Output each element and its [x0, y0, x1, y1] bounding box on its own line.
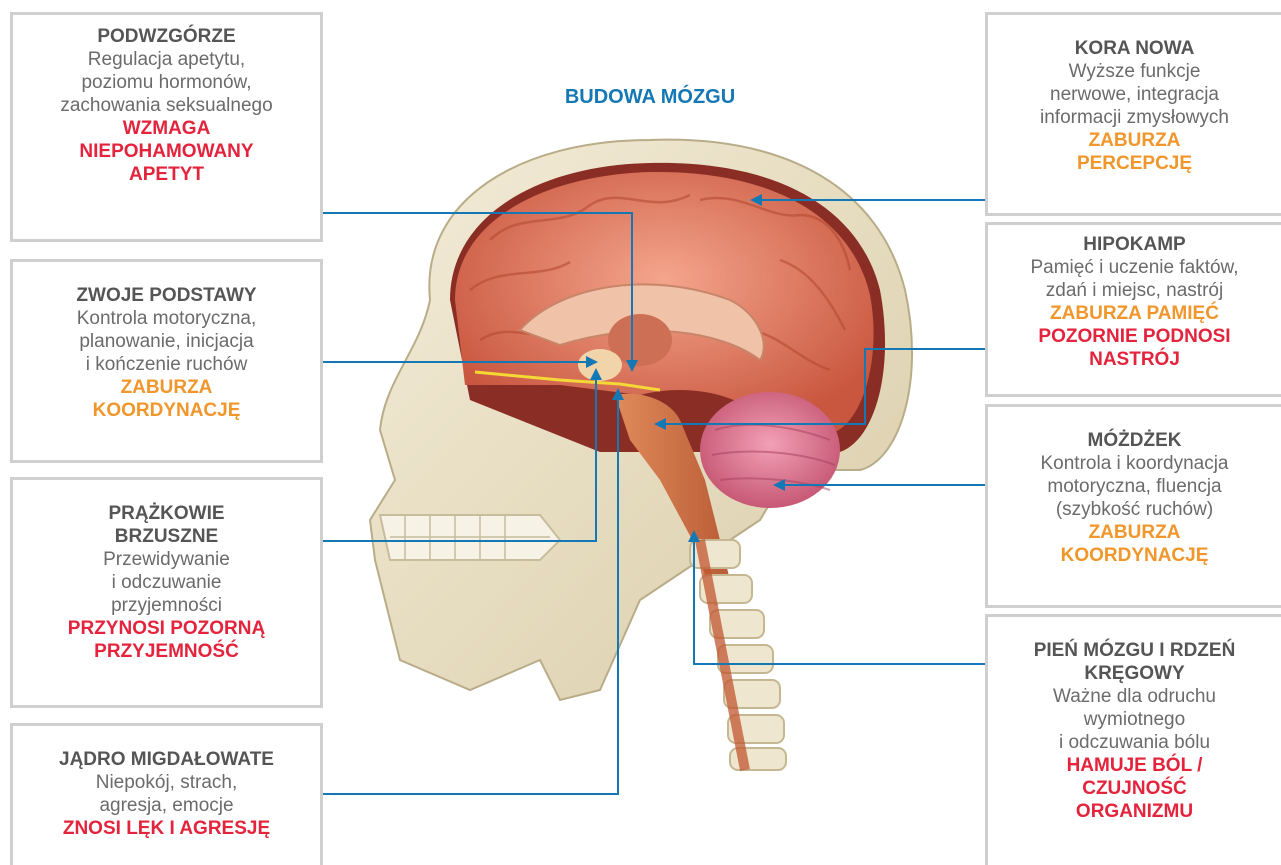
label-effect: ZABURZA PERCEPCJĘ: [988, 129, 1281, 175]
label-effect: ZABURZA PAMIĘĆ: [988, 302, 1281, 325]
label-effect: ZNOSI LĘK I AGRESJĘ: [13, 817, 320, 840]
box-podwzgorze: PODWZGÓRZE Regulacja apetytu, poziomu ho…: [10, 12, 323, 242]
diagram-title: BUDOWA MÓZGU: [520, 86, 780, 109]
label-description: Przewidywanie i odczuwanie przyjemności: [13, 548, 320, 617]
label-effect: ZABURZA KOORDYNACJĘ: [13, 376, 320, 422]
box-hipokamp: HIPOKAMP Pamięć i uczenie faktów, zdań i…: [985, 222, 1281, 397]
label-title: JĄDRO MIGDAŁOWATE: [13, 748, 320, 771]
label-effect: ZABURZA KOORDYNACJĘ: [988, 521, 1281, 567]
label-title: KORA NOWA: [988, 37, 1281, 60]
label-effect: PRZYNOSI POZORNĄ PRZYJEMNOŚĆ: [13, 617, 320, 663]
label-description: Kontrola i koordynacja motoryczna, fluen…: [988, 452, 1281, 521]
label-description: Regulacja apetytu, poziomu hormonów, zac…: [13, 48, 320, 117]
label-description: Wyższe funkcje nerwowe, integracja infor…: [988, 60, 1281, 129]
box-kora-nowa: KORA NOWA Wyższe funkcje nerwowe, integr…: [985, 12, 1281, 216]
label-effect: WZMAGA NIEPOHAMOWANY APETYT: [13, 117, 320, 186]
cerebellum-shape: [700, 392, 840, 508]
box-pien-mozgu: PIEŃ MÓZGU I RDZEŃ KRĘGOWY Ważne dla odr…: [985, 614, 1281, 865]
box-jadro-migdalowate: JĄDRO MIGDAŁOWATE Niepokój, strach, agre…: [10, 723, 323, 865]
label-title: HIPOKAMP: [988, 233, 1281, 256]
label-title: ZWOJE PODSTAWY: [13, 284, 320, 307]
box-zwoje-podstawy: ZWOJE PODSTAWY Kontrola motoryczna, plan…: [10, 259, 323, 463]
box-prazkowie-brzuszne: PRĄŻKOWIE BRZUSZNE Przewidywanie i odczu…: [10, 477, 323, 708]
label-title: PRĄŻKOWIE BRZUSZNE: [13, 502, 320, 548]
label-description: Ważne dla odruchu wymiotnego i odczuwani…: [988, 685, 1281, 754]
label-title: MÓŻDŻEK: [988, 429, 1281, 452]
label-effect-secondary: POZORNIE PODNOSI NASTRÓJ: [988, 325, 1281, 371]
label-description: Kontrola motoryczna, planowanie, inicjac…: [13, 307, 320, 376]
box-mozdzek: MÓŻDŻEK Kontrola i koordynacja motoryczn…: [985, 404, 1281, 608]
label-description: Niepokój, strach, agresja, emocje: [13, 771, 320, 817]
label-title: PIEŃ MÓZGU I RDZEŃ KRĘGOWY: [988, 639, 1281, 685]
label-title: PODWZGÓRZE: [13, 25, 320, 48]
label-effect: HAMUJE BÓL / CZUJNOŚĆ ORGANIZMU: [988, 754, 1281, 823]
label-description: Pamięć i uczenie faktów, zdań i miejsc, …: [988, 256, 1281, 302]
